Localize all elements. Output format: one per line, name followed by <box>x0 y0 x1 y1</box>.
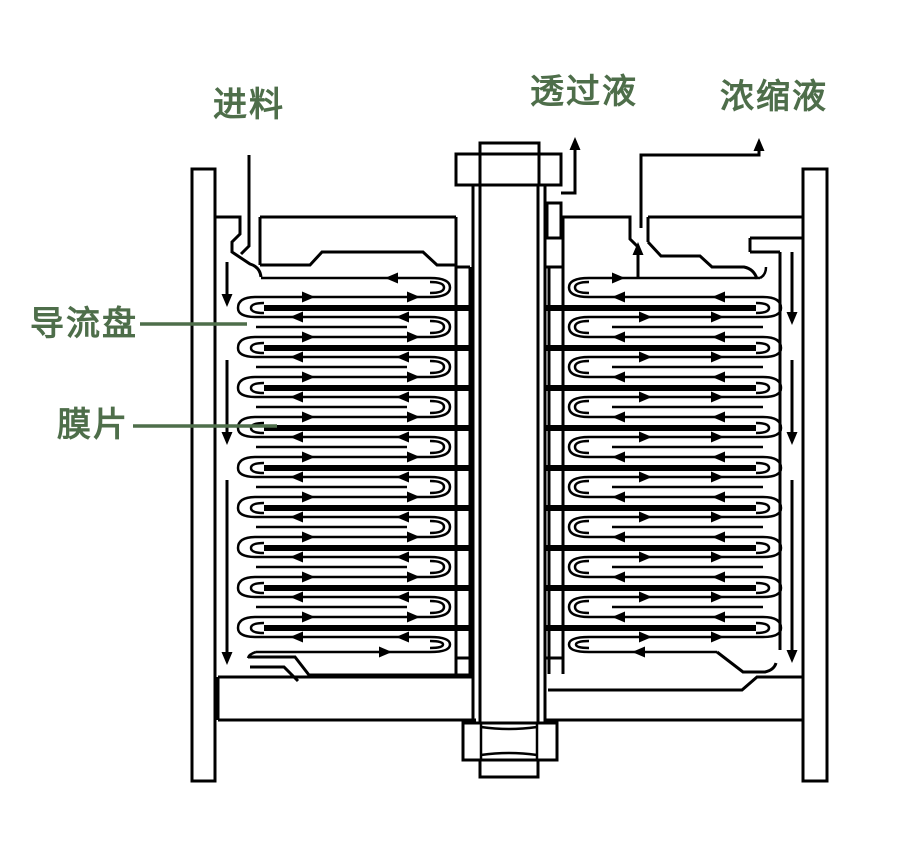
label-membrane: 膜片 <box>57 406 129 444</box>
callout-pointers <box>133 322 277 428</box>
label-feed: 进料 <box>213 86 285 124</box>
label-concentrate: 浓缩液 <box>720 78 828 116</box>
vessel-walls <box>190 167 829 783</box>
label-guide-disc: 导流盘 <box>30 305 138 343</box>
central-tube <box>454 141 563 779</box>
right-stack <box>546 266 783 658</box>
flow-arrows <box>221 137 798 665</box>
label-permeate: 透过液 <box>530 73 638 111</box>
left-stack <box>236 272 473 659</box>
